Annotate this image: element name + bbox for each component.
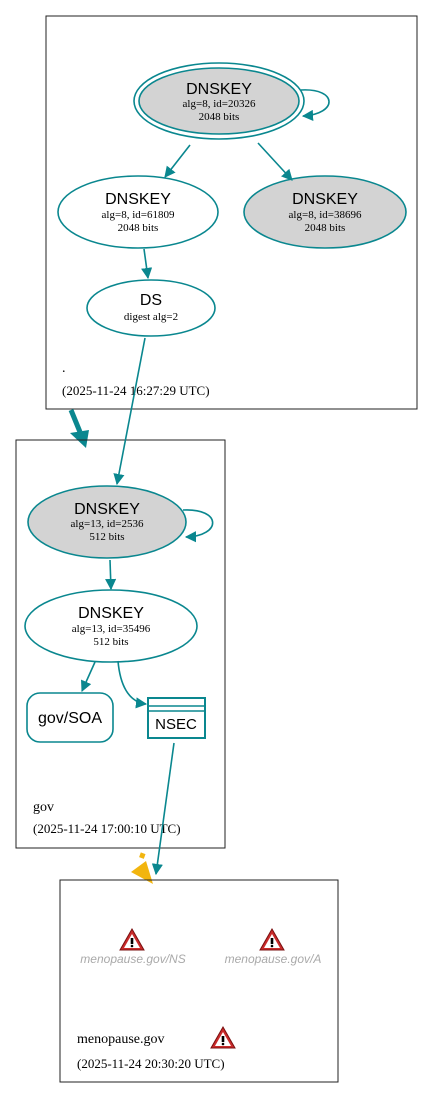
menopause-a-label: menopause.gov/A (225, 952, 322, 966)
root-zsk-title: DNSKEY (105, 191, 171, 208)
menopause-ns-node[interactable]: menopause.gov/NS (80, 928, 186, 966)
gov-ds-title: DS (140, 292, 162, 309)
gov-ksk-node[interactable]: DNSKEY alg=13, id=2536 512 bits (27, 485, 187, 559)
gov-nsec-node[interactable]: NSEC (147, 697, 206, 739)
gov-ksk-title: DNSKEY (74, 501, 140, 518)
root-key3-title: DNSKEY (292, 191, 358, 208)
zone-gov-timestamp: (2025-11-24 17:00:10 UTC) (33, 821, 181, 836)
gov-ds-node[interactable]: DS digest alg=2 (86, 279, 216, 337)
zone-root-name: . (62, 361, 66, 376)
ns-warning-icon (119, 928, 145, 951)
edge-nsec-to-menopause (151, 742, 175, 876)
zone-menopause-name: menopause.gov (77, 1032, 164, 1047)
root-zsk-line2: 2048 bits (118, 222, 159, 234)
zone-gov: gov (2025-11-24 17:00:10 UTC) (15, 439, 226, 849)
edge-ds-to-gov-ksk (113, 337, 146, 486)
gov-nsec-title: NSEC (155, 716, 197, 733)
root-key3-node[interactable]: DNSKEY alg=8, id=38696 2048 bits (243, 175, 407, 249)
zone-root: . (2025-11-24 16:27:29 UTC) (45, 15, 418, 410)
gov-zsk-line1: alg=13, id=35496 (72, 623, 151, 635)
zone-root-timestamp: (2025-11-24 16:27:29 UTC) (62, 383, 210, 398)
menopause-a-node[interactable]: menopause.gov/A (225, 928, 322, 966)
root-key3-line1: alg=8, id=38696 (289, 209, 362, 221)
zone-menopause: menopause.gov (2025-11-24 20:30:20 UTC) (59, 879, 339, 1083)
gov-ksk-line1: alg=13, id=2536 (71, 518, 144, 530)
a-warning-icon (259, 928, 285, 951)
root-ksk-line2: 2048 bits (199, 111, 240, 123)
root-ksk-self-edge (300, 89, 330, 122)
insecure-delegation-icon (131, 852, 153, 884)
gov-soa-node[interactable]: gov/SOA (26, 692, 114, 743)
edge-root-ksk-to-key3 (257, 142, 293, 181)
zone-menopause-timestamp: (2025-11-24 20:30:20 UTC) (77, 1056, 225, 1071)
gov-ksk-self-edge (182, 509, 214, 543)
menopause-ns-label: menopause.gov/NS (80, 952, 185, 966)
gov-ksk-line2: 512 bits (89, 531, 124, 543)
root-ksk-node[interactable]: DNSKEY alg=8, id=20326 2048 bits (133, 62, 305, 140)
root-ksk-title: DNSKEY (186, 81, 252, 98)
gov-soa-title: gov/SOA (38, 710, 102, 727)
edge-root-zsk-to-ds (141, 248, 153, 280)
root-key3-line2: 2048 bits (305, 222, 346, 234)
root-zsk-line1: alg=8, id=61809 (102, 209, 175, 221)
delegation-root-to-gov (68, 409, 89, 448)
root-ksk-line1: alg=8, id=20326 (183, 98, 256, 110)
zone-warning-icon (210, 1026, 236, 1049)
root-zsk-node[interactable]: DNSKEY alg=8, id=61809 2048 bits (57, 175, 219, 249)
gov-zsk-title: DNSKEY (78, 605, 144, 622)
zone-gov-name: gov (33, 800, 54, 815)
gov-ds-line1: digest alg=2 (124, 311, 178, 323)
edge-gov-ksk-to-zsk (105, 559, 117, 591)
gov-zsk-line2: 512 bits (93, 636, 128, 648)
gov-zsk-node[interactable]: DNSKEY alg=13, id=35496 512 bits (24, 589, 198, 663)
edge-gov-zsk-to-nsec (117, 660, 148, 709)
edge-gov-zsk-to-soa (81, 661, 96, 693)
edge-root-ksk-to-zsk (164, 144, 191, 178)
